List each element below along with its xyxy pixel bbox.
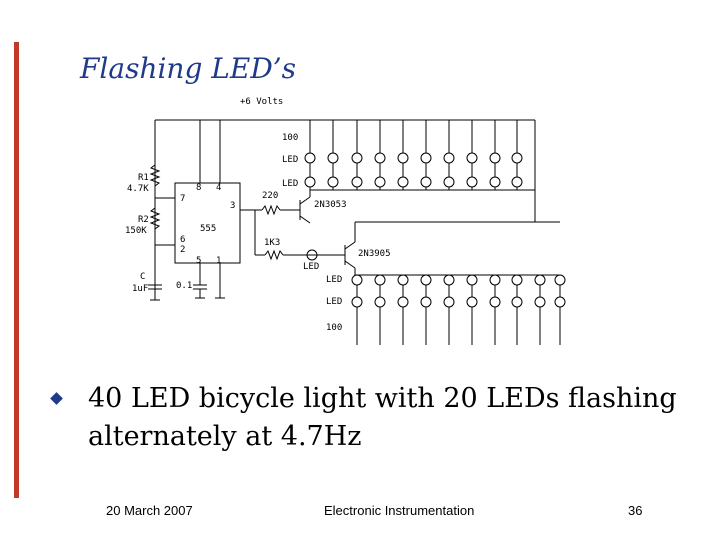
label-pin-2: 2	[180, 245, 185, 255]
label-pin-8: 8	[196, 183, 201, 193]
bullet-text: 40 LED bicycle light with 20 LEDs flashi…	[88, 383, 677, 452]
label-c2-value: 0.1	[176, 281, 192, 291]
label-led-row-1: LED	[282, 155, 298, 165]
label-led-indicator: LED	[303, 262, 319, 272]
slide-title: Flashing LED’s	[80, 52, 297, 85]
label-r2-value: 150K	[125, 226, 147, 236]
label-r1-value: 4.7K	[127, 184, 149, 194]
label-pin-5: 5	[196, 256, 201, 266]
footer-date: 20 March 2007	[106, 503, 193, 518]
label-r-bottom: 100	[326, 323, 342, 333]
label-ic: 555	[200, 224, 216, 234]
label-led-row-3: LED	[326, 275, 342, 285]
label-r-base1: 220	[262, 191, 278, 201]
accent-bar	[14, 42, 19, 498]
label-pin-7: 7	[180, 194, 185, 204]
label-pin-4: 4	[216, 183, 221, 193]
label-c: C	[140, 272, 145, 282]
label-r1: R1	[138, 173, 149, 183]
label-led-row-2: LED	[282, 179, 298, 189]
label-r2: R2	[138, 215, 149, 225]
label-supply: +6 Volts	[240, 97, 283, 107]
footer-title: Electronic Instrumentation	[324, 503, 475, 518]
label-pin-1: 1	[216, 256, 221, 266]
label-pin-6: 6	[180, 235, 185, 245]
label-q1: 2N3053	[314, 200, 347, 210]
label-r-top: 100	[282, 133, 298, 143]
label-pin-3: 3	[230, 201, 235, 211]
label-r-base2: 1K3	[264, 238, 280, 248]
label-led-row-4: LED	[326, 297, 342, 307]
label-c-value: 1uF	[132, 284, 148, 294]
label-q2: 2N3905	[358, 249, 391, 259]
page-number: 36	[628, 503, 643, 518]
